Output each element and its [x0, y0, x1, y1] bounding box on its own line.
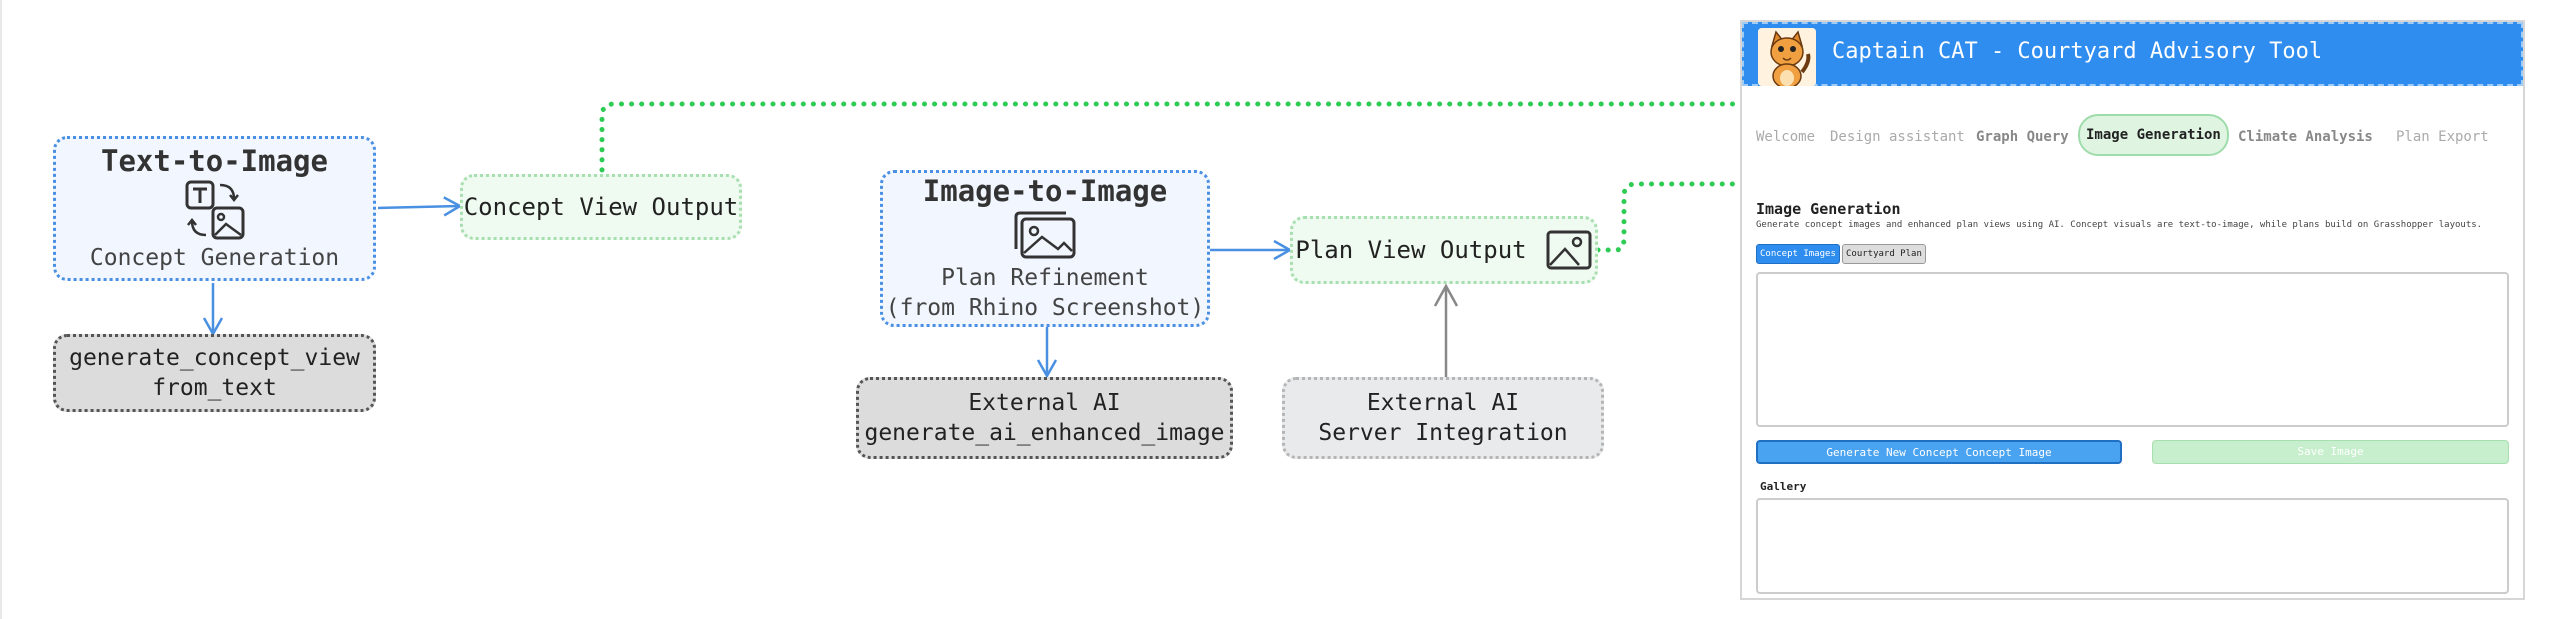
section-title: Image Generation [1756, 200, 1901, 218]
tab-climate-analysis[interactable]: Climate Analysis [2238, 129, 2373, 145]
app-title: Captain CAT - Courtyard Advisory Tool [1832, 39, 2323, 64]
prompt-textarea[interactable] [1756, 272, 2509, 427]
save-image-button[interactable]: Save Image [2152, 440, 2509, 464]
text-to-image-subtitle: Concept Generation [89, 244, 340, 271]
image-to-image-line2: (from Rhino Screenshot) [885, 294, 1205, 321]
generate-image-button[interactable]: Generate New Concept Concept Image [1756, 440, 2122, 464]
external-ai-line2: generate_ai_enhanced_image [864, 420, 1225, 446]
external-ai-node: External AI generate_ai_enhanced_image [856, 377, 1233, 459]
arrow-text-to-concept [377, 196, 463, 217]
plan-view-output-node: Plan View Output [1290, 216, 1598, 284]
image-to-image-node: Image-to-Image Plan Refinement (from Rhi… [880, 170, 1210, 327]
app-window: Captain CAT - Courtyard Advisory Tool We… [1740, 20, 2525, 600]
tab-image-generation[interactable]: Image Generation [2078, 114, 2229, 156]
image-to-image-title: Image-to-Image [922, 173, 1168, 208]
cat-mascot-icon [1758, 28, 1816, 86]
text-to-image-icon [185, 180, 244, 239]
app-header: Captain CAT - Courtyard Advisory Tool [1742, 22, 2523, 86]
image-icon [1546, 230, 1592, 270]
generate-concept-view-line2: from_text [152, 375, 277, 401]
tab-design-assistant[interactable]: Design assistant [1830, 129, 1965, 145]
text-to-image-node: Text-to-Image Concept Generation [53, 136, 376, 281]
tab-graph-query[interactable]: Graph Query [1976, 129, 2069, 145]
generate-concept-view-node: generate_concept_view from_text [53, 334, 376, 412]
frame-edge [0, 0, 2, 619]
external-ai-server-node: External AI Server Integration [1282, 377, 1604, 459]
external-ai-line1: External AI [968, 390, 1121, 416]
tab-plan-export[interactable]: Plan Export [2396, 129, 2489, 145]
concept-view-output-node: Concept View Output [460, 174, 742, 240]
plan-view-output-label: Plan View Output [1295, 236, 1527, 264]
image-to-image-line1: Plan Refinement [941, 264, 1149, 291]
gallery-area [1756, 498, 2509, 594]
concept-images-toggle[interactable]: Concept Images [1756, 244, 1840, 264]
external-ai-server-line2: Server Integration [1318, 420, 1568, 446]
courtyard-plan-toggle[interactable]: Courtyard Plan [1842, 244, 1926, 264]
images-icon [1014, 211, 1076, 258]
text-to-image-title: Text-to-Image [101, 143, 328, 178]
tab-welcome[interactable]: Welcome [1756, 129, 1816, 145]
concept-view-output-label: Concept View Output [463, 193, 739, 221]
external-ai-server-line1: External AI [1366, 390, 1520, 416]
gallery-label: Gallery [1760, 480, 1807, 493]
section-description: Generate concept images and enhanced pla… [1756, 220, 2483, 230]
generate-concept-view-line1: generate_concept_view [69, 345, 360, 371]
